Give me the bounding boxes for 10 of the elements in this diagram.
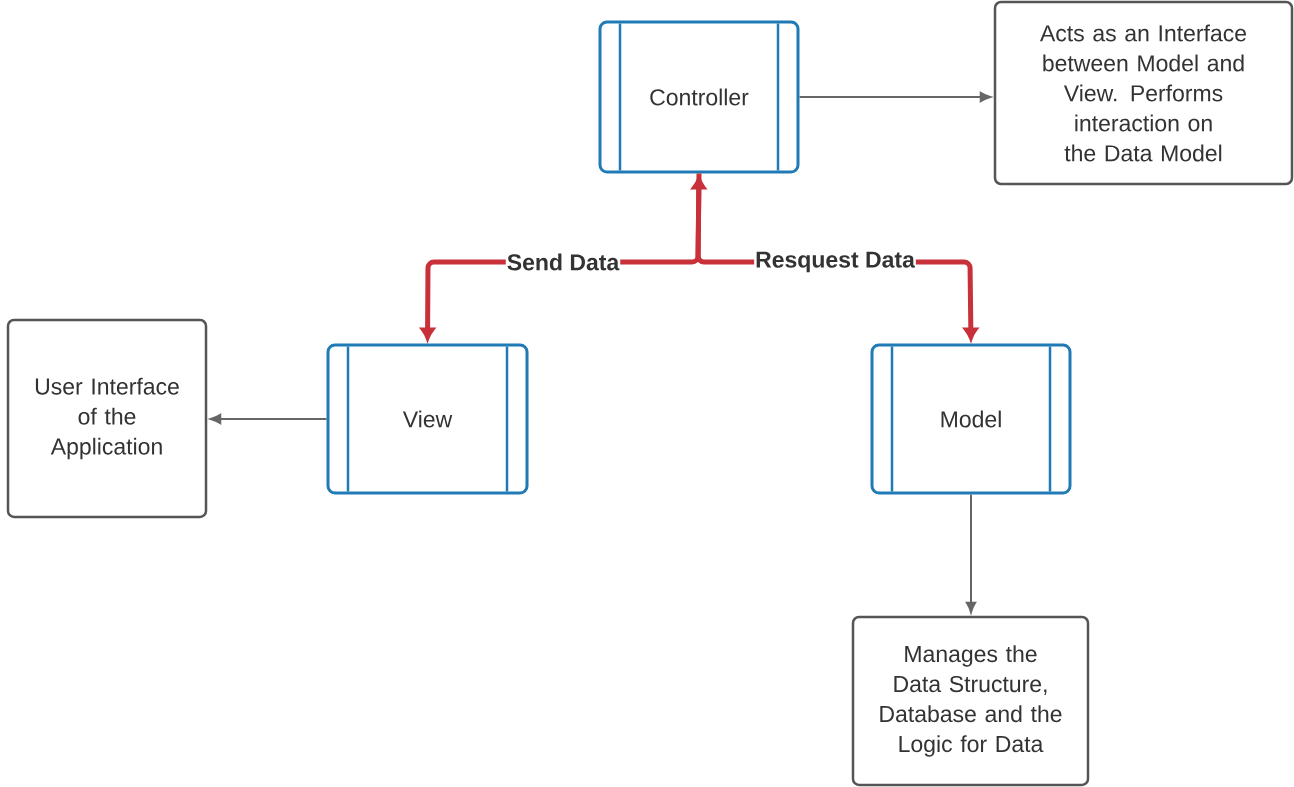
- note-box: User Interface of the Application: [6, 318, 208, 519]
- process-box: Controller: [598, 20, 800, 174]
- arrow: [965, 493, 977, 614]
- arrow: [209, 413, 328, 425]
- note-box: Acts as an Interface between Model and View. Performs interaction on the Data Model: [993, 0, 1294, 186]
- note-box: Manages the Data Structure, Database and the Logic for Data: [851, 615, 1090, 787]
- edge-label: Resquest Data: [754, 250, 916, 274]
- arrow: [798, 91, 992, 103]
- process-box: Model: [870, 343, 1072, 495]
- process-box: View: [326, 343, 529, 495]
